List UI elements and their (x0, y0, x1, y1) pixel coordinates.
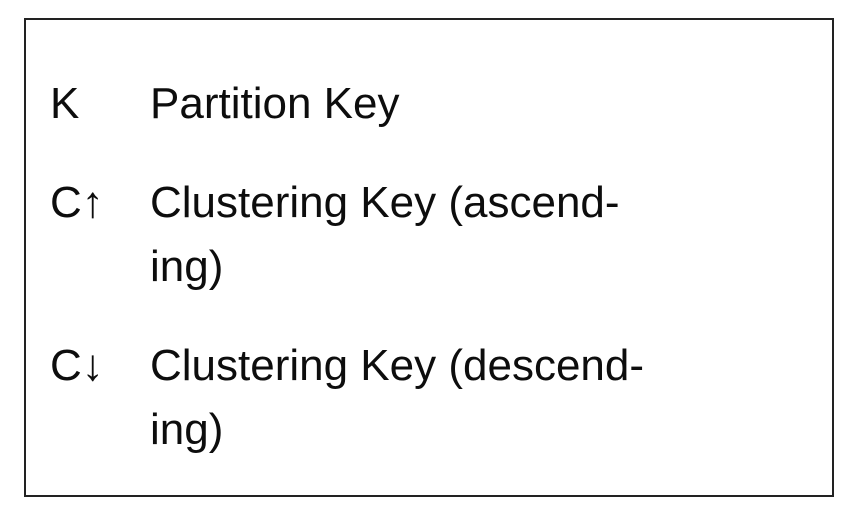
clustering-key-ascending-symbol: C↑ (50, 178, 104, 227)
clustering-key-descending-symbol: C↓ (50, 341, 104, 390)
key-legend-box: K Partition Key C↑ Clustering Key (ascen… (24, 18, 834, 497)
partition-key-symbol: K (50, 79, 80, 128)
clustering-key-ascending-label: Clustering Key (ascend- ing) (150, 178, 620, 291)
partition-key-label: Partition Key (150, 79, 400, 128)
clustering-key-descending-label: Clustering Key (descend- ing) (150, 341, 645, 454)
